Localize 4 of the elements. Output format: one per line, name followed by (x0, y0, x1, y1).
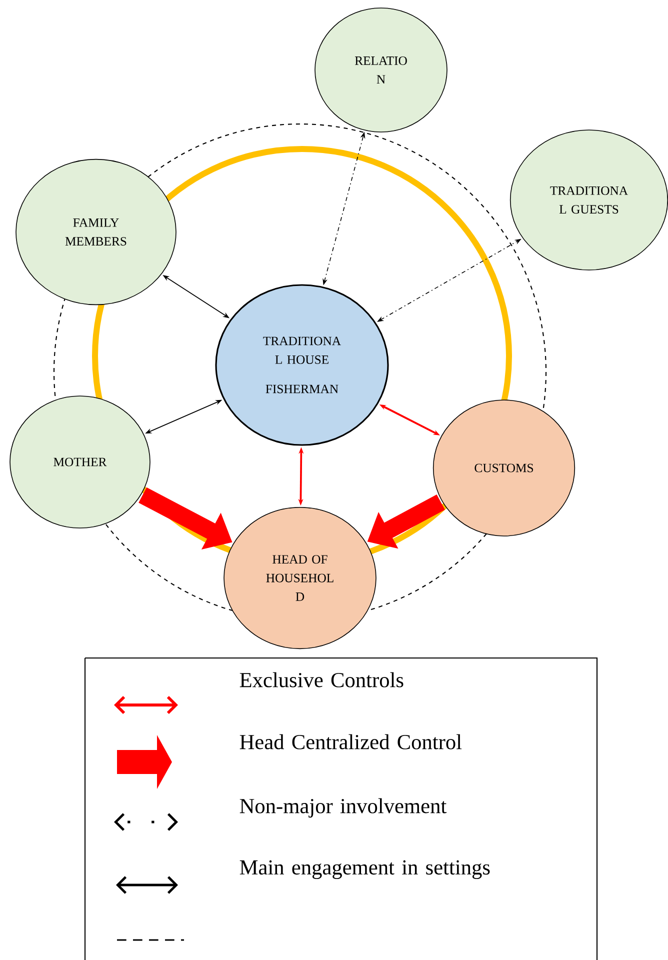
legend-text: Main engagement in settings (240, 860, 490, 879)
legend-text: Exclusive Controls (240, 672, 404, 688)
legend-text: Head Centralized Control (240, 734, 462, 750)
legend-text: Non-major involvement (240, 798, 446, 818)
